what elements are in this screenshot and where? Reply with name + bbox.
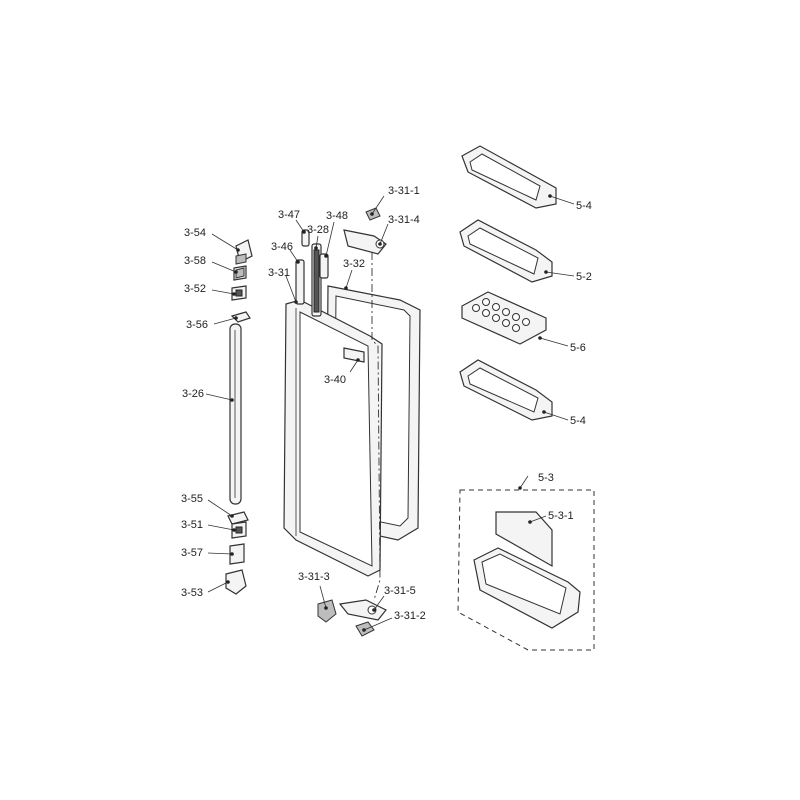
label-3-57: 3-57	[181, 547, 203, 559]
part-3-46-strip	[295, 259, 305, 305]
part-3-31-3-hinge-block	[317, 599, 337, 623]
label-3-47: 3-47	[278, 209, 300, 221]
label-3-51: 3-51	[181, 519, 203, 531]
label-5-4-bottom: 5-4	[570, 415, 586, 427]
label-5-3: 5-3	[538, 472, 554, 484]
label-3-31-3: 3-31-3	[298, 571, 330, 583]
part-3-26-rod	[229, 323, 242, 505]
label-5-6: 5-6	[570, 342, 586, 354]
label-3-54: 3-54	[184, 227, 206, 239]
label-3-31: 3-31	[268, 267, 290, 279]
label-3-48: 3-48	[326, 210, 348, 222]
label-3-46: 3-46	[271, 241, 293, 253]
label-5-4-top: 5-4	[576, 200, 592, 212]
part-5-4-door-bin-top	[461, 145, 557, 209]
label-3-53: 3-53	[181, 587, 203, 599]
label-5-3-1: 5-3-1	[548, 510, 574, 522]
callout-labels: 3-31-1 3-47 3-48 3-31-4 3-28 3-54 3-46 3…	[181, 185, 592, 622]
label-3-56: 3-56	[186, 319, 208, 331]
label-5-2: 5-2	[576, 271, 592, 283]
part-3-31-5-hinge-bottom	[338, 599, 387, 621]
part-3-47-cap	[301, 229, 310, 247]
label-3-52: 3-52	[184, 283, 206, 295]
leader-lines	[205, 194, 575, 632]
part-3-53-hinge-lower	[225, 569, 247, 595]
label-3-55: 3-55	[181, 493, 203, 505]
part-3-52-clip	[231, 285, 247, 301]
part-3-54-hinge-cap	[235, 239, 253, 265]
label-3-31-1: 3-31-1	[388, 185, 420, 197]
part-5-2-door-bin	[459, 219, 553, 283]
part-3-31-4-hinge-top	[343, 229, 387, 255]
label-3-31-4: 3-31-4	[388, 214, 420, 226]
part-3-58-bracket	[233, 265, 247, 281]
label-3-28: 3-28	[307, 224, 329, 236]
part-3-40-label-plate	[343, 347, 365, 363]
part-5-3-bin-assembly	[457, 489, 595, 651]
label-3-31-2: 3-31-2	[394, 610, 426, 622]
label-3-31-5: 3-31-5	[384, 585, 416, 597]
part-3-57-bracket	[229, 543, 245, 565]
part-3-51-clip	[231, 521, 247, 539]
label-3-26: 3-26	[182, 388, 204, 400]
label-3-58: 3-58	[184, 255, 206, 267]
part-3-28-strip	[311, 243, 322, 317]
part-5-3-1-bin-cover	[495, 511, 553, 568]
part-5-4-door-bin-bottom	[459, 359, 553, 421]
label-3-40: 3-40	[324, 374, 346, 386]
part-3-31-door	[283, 299, 383, 577]
part-3-48-cap	[319, 253, 329, 279]
part-5-6-egg-tray	[461, 291, 547, 345]
label-3-32: 3-32	[343, 258, 365, 270]
